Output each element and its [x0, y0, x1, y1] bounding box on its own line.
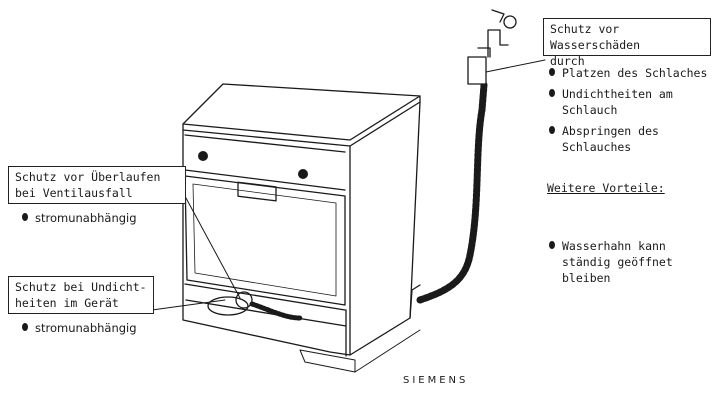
- water-tap: [487, 29, 509, 58]
- item-text-cont: ständig geöffnet: [562, 255, 673, 269]
- item-text-cont: Schlauches: [562, 140, 632, 154]
- front-panel: [182, 129, 351, 356]
- item-text: Platzen des Schlaches: [562, 66, 708, 80]
- leak-note: stromunabhängig: [22, 320, 137, 336]
- leak-callout: Schutz bei Undicht- heiten im Gerät: [8, 276, 154, 314]
- overflow-title-1: Schutz vor Überlaufen: [15, 170, 161, 184]
- leak-note-text: stromunabhängig: [35, 321, 137, 335]
- item-text: Wasserhahn kann: [562, 239, 666, 253]
- bullet-icon: [549, 126, 555, 134]
- water-damage-title-1: Schutz vor Wasserschäden: [550, 22, 641, 52]
- bullet-icon: [22, 323, 28, 331]
- overflow-note: stromunabhängig: [22, 210, 137, 226]
- water-damage-item-2: Undichtheiten am Schlauch: [549, 86, 673, 118]
- water-damage-title-2: durch: [550, 54, 585, 68]
- brand-logo: SIEMENS: [403, 375, 469, 386]
- control-knobs: [198, 151, 308, 179]
- door: [184, 175, 346, 306]
- bullet-icon: [22, 213, 28, 221]
- advantages-heading: Weitere Vorteile:: [547, 181, 665, 195]
- side-panel: [349, 101, 421, 356]
- hose: [416, 81, 488, 304]
- advantages-item-1: Wasserhahn kann ständig geöffnet bleiben: [549, 238, 673, 286]
- leak-title-1: Schutz bei Undicht-: [15, 280, 147, 294]
- water-damage-item-1: Platzen des Schlaches: [549, 65, 707, 81]
- item-text-cont: Schlauch: [562, 103, 618, 117]
- item-text: Abspringen des: [562, 124, 659, 138]
- worktop: [182, 83, 421, 141]
- bullet-icon: [549, 89, 555, 97]
- water-damage-callout: Schutz vor Wasserschäden durch: [543, 18, 711, 68]
- bullet-icon: [549, 68, 555, 76]
- display-window: [237, 181, 277, 202]
- aquastop-valve: [467, 56, 487, 85]
- item-text-cont: bleiben: [562, 271, 611, 285]
- overflow-note-text: stromunabhängig: [35, 211, 137, 225]
- bullet-icon: [549, 241, 555, 249]
- overflow-callout: Schutz vor Überlaufen bei Ventilausfall: [8, 166, 186, 204]
- leak-title-2: heiten im Gerät: [15, 296, 119, 310]
- leak-tray: [207, 296, 249, 316]
- overflow-title-2: bei Ventilausfall: [15, 186, 133, 200]
- item-text: Undichtheiten am: [562, 87, 673, 101]
